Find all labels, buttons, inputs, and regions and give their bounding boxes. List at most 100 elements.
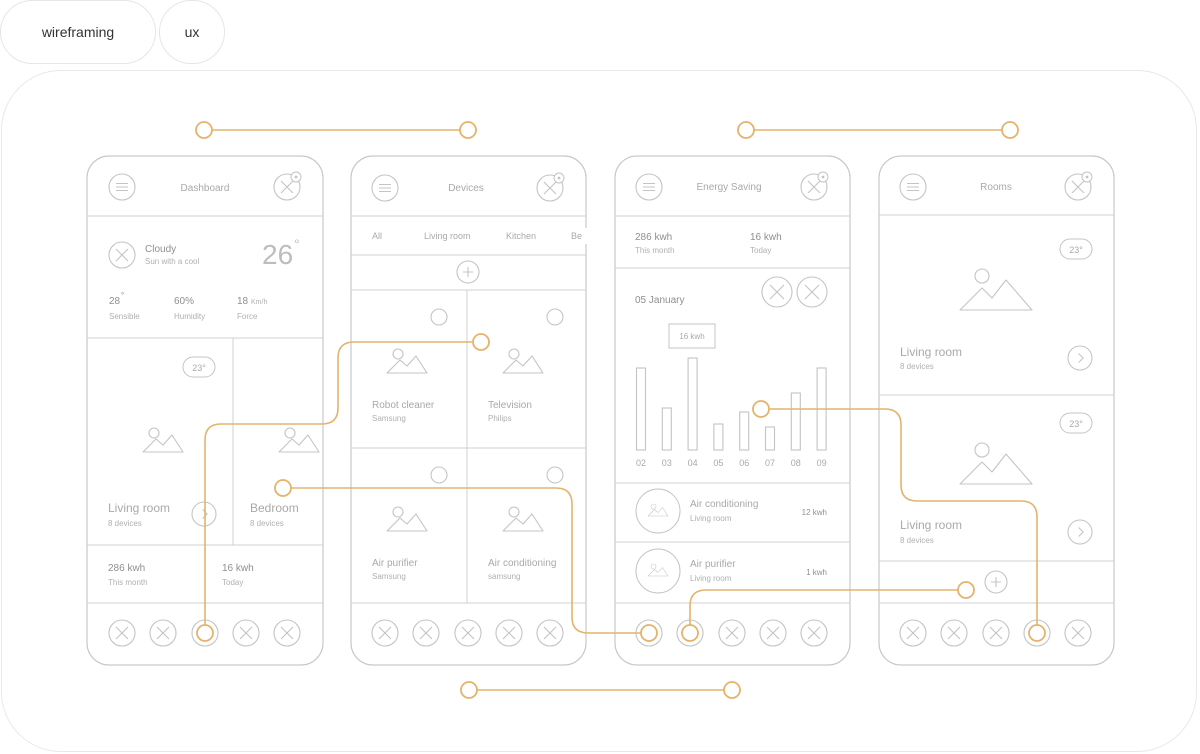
device-brand: Samsung [372, 414, 406, 423]
screen-title: Rooms [980, 182, 1012, 193]
weather-condition: Cloudy [145, 244, 176, 255]
chevron-right-icon[interactable] [190, 500, 218, 528]
menu-icon[interactable] [635, 173, 663, 201]
device-brand: samsung [488, 572, 520, 581]
artboard [1, 70, 1197, 752]
chart-tick-label: 08 [791, 458, 801, 468]
flow-node [957, 581, 975, 599]
flow-node [195, 121, 213, 139]
close-icon[interactable] [761, 276, 793, 308]
stat-value: 60% [174, 296, 194, 307]
nav-item-icon[interactable] [1064, 619, 1092, 647]
energy-value: 16 kwh [750, 232, 782, 243]
chart-tick-label: 03 [662, 458, 672, 468]
chart-tick-label: 04 [688, 458, 698, 468]
add-device-button[interactable] [456, 260, 480, 284]
tag-ux[interactable]: ux [159, 0, 225, 64]
flow-node [472, 333, 490, 351]
user-flow-connectors [204, 129, 1038, 691]
nav-item-icon[interactable] [759, 619, 787, 647]
tag-label: wireframing [41, 24, 115, 40]
filter-tab-all[interactable]: All [372, 231, 382, 241]
chart-tick-label: 02 [636, 458, 646, 468]
room-devices: 8 devices [900, 362, 934, 371]
flow-line [291, 487, 641, 634]
screen-title: Dashboard [181, 183, 230, 194]
filter-tab-bed[interactable]: Bed [571, 231, 587, 241]
device-name: Television [488, 400, 532, 411]
chart-bar [764, 426, 776, 451]
screen-title: Devices [448, 183, 484, 194]
screen-title: Energy Saving [696, 182, 761, 193]
user-flow-nodes [195, 121, 1046, 699]
flow-node [752, 400, 770, 418]
consumption-row[interactable]: Air purifier Living room 1 kwh [635, 548, 827, 594]
nav-item-icon[interactable] [536, 619, 564, 647]
nav-item-icon[interactable] [232, 619, 260, 647]
toggle-icon[interactable] [430, 466, 448, 484]
temperature-badge: 23° [192, 363, 206, 373]
toggle-icon[interactable] [546, 308, 564, 326]
toggle-icon[interactable] [546, 466, 564, 484]
energy-label: This month [635, 246, 675, 255]
toggle-icon[interactable] [430, 308, 448, 326]
room-card[interactable]: 23° Living room 8 devices [900, 238, 1094, 372]
room-card-living[interactable]: 23° Living room 8 devices [108, 356, 218, 528]
nav-item-icon[interactable] [412, 619, 440, 647]
stat-label: Force [237, 312, 258, 321]
nav-item-icon[interactable] [149, 619, 177, 647]
nav-item-icon[interactable] [108, 619, 136, 647]
temperature: 26 [262, 239, 293, 270]
chart-bar [790, 392, 801, 451]
chevron-right-icon[interactable] [1066, 344, 1094, 372]
consumption-row[interactable]: Air conditioning Living room 12 kwh [635, 488, 827, 534]
nav-item-icon[interactable] [495, 619, 523, 647]
device-name: Air purifier [372, 558, 418, 569]
menu-icon[interactable] [108, 173, 136, 201]
device-card[interactable]: Air conditioning samsung [488, 466, 564, 581]
room-name: Living room [108, 501, 170, 515]
flow-node [459, 121, 477, 139]
device-name: Robot cleaner [372, 400, 435, 411]
nav-item-icon[interactable] [899, 619, 927, 647]
device-card[interactable]: Robot cleaner Samsung [372, 308, 448, 423]
energy-value: 16 kwh [222, 563, 254, 574]
nav-item-icon[interactable] [940, 619, 968, 647]
close-icon[interactable] [796, 276, 828, 308]
nav-item-icon[interactable] [454, 619, 482, 647]
chevron-right-icon[interactable] [1066, 518, 1094, 546]
room-card-bedroom[interactable]: Bedroom 8 devices [250, 427, 320, 528]
device-card[interactable]: Air purifier Samsung [372, 466, 448, 581]
room-name: Bedroom [250, 501, 299, 515]
weather-stat: 18 Km/h Force [237, 296, 267, 321]
tag-wireframing[interactable]: wireframing [0, 0, 156, 64]
chart-tooltip [668, 323, 716, 349]
flow-node [460, 681, 478, 699]
room-card[interactable]: 23° Living room 8 devices [900, 412, 1094, 546]
device-name: Air conditioning [488, 558, 556, 569]
nav-item-icon[interactable] [371, 619, 399, 647]
nav-item-icon[interactable] [718, 619, 746, 647]
nav-item-icon[interactable] [800, 619, 828, 647]
chart-tick-label: 05 [713, 458, 723, 468]
add-room-button[interactable] [984, 570, 1008, 594]
weather-stat: 60% Humidity [174, 296, 205, 321]
consumption-room: Living room [690, 574, 732, 583]
menu-icon[interactable] [899, 173, 927, 201]
device-card[interactable]: Television Philips [488, 308, 564, 423]
flow-node [681, 624, 699, 642]
filter-tab-living-room[interactable]: Living room [424, 231, 471, 241]
flow-node [274, 479, 292, 497]
stat-value: 28 [109, 296, 121, 307]
filter-tab-kitchen[interactable]: Kitchen [506, 231, 536, 241]
stat-label: Humidity [174, 312, 205, 321]
room-devices: 8 devices [900, 536, 934, 545]
chart-bar [687, 357, 698, 451]
device-brand: Samsung [372, 572, 406, 581]
temperature-degree: ° [294, 236, 300, 252]
menu-icon[interactable] [371, 174, 399, 202]
nav-item-icon[interactable] [273, 619, 301, 647]
stat-unit: ° [121, 291, 124, 300]
nav-item-icon[interactable] [982, 619, 1010, 647]
